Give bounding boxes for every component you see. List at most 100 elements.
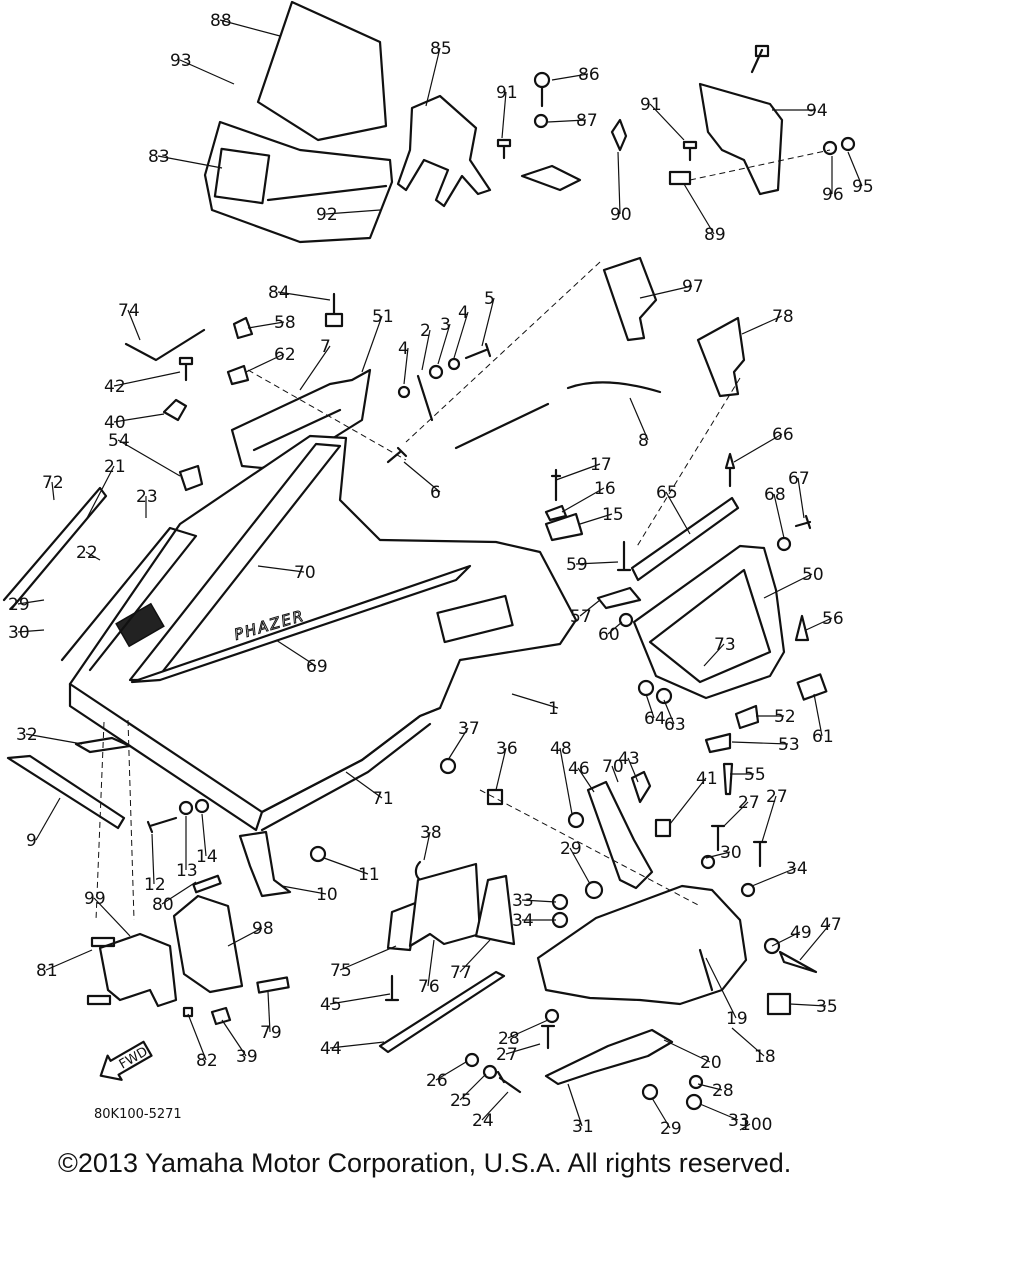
callout-leader	[805, 617, 833, 631]
callout-number: 89	[704, 225, 726, 245]
washer-4	[397, 385, 411, 399]
callout-leader	[17, 629, 45, 633]
pin-45	[384, 974, 400, 1002]
callout-number: 27	[766, 787, 788, 807]
callout-number: 22	[76, 543, 98, 563]
callout-leader	[579, 599, 601, 617]
callout-leader	[435, 1061, 467, 1081]
nut-36	[486, 788, 504, 806]
callout-leader	[731, 741, 789, 745]
callout-leader	[699, 1103, 739, 1121]
callout-leader	[567, 1083, 583, 1127]
headlight-lens	[213, 147, 271, 205]
washer-28	[544, 1008, 560, 1024]
bolt-6	[386, 446, 408, 464]
bushing-41	[654, 818, 672, 838]
callout-leader	[683, 183, 715, 235]
bracket-94	[698, 82, 784, 196]
callout-leader	[663, 1039, 711, 1063]
cap-61	[796, 673, 828, 701]
callout-number: 23	[136, 487, 158, 507]
callout-leader	[521, 899, 557, 903]
callout-number: 86	[578, 65, 600, 85]
clip-52	[734, 704, 760, 730]
clip-16	[544, 504, 568, 522]
bolt-91-right	[682, 140, 698, 162]
strip-44	[378, 970, 506, 1054]
callout-leader	[663, 699, 675, 725]
grommet-58	[232, 316, 254, 340]
callout-number: 34	[512, 911, 534, 931]
callout-number: 42	[104, 377, 126, 397]
callout-leader	[561, 487, 605, 513]
callout-number: 61	[812, 727, 834, 747]
callout-leader	[649, 103, 685, 141]
clip-90	[610, 118, 628, 152]
callout-leader	[25, 733, 83, 745]
callout-leader	[481, 297, 495, 347]
callout-leader	[403, 347, 409, 385]
bracket-7	[230, 368, 372, 470]
pin-47	[778, 950, 818, 974]
callout-number: 33	[512, 891, 534, 911]
callout-leader	[739, 1123, 751, 1131]
washer-30	[700, 854, 716, 870]
washer-25	[482, 1064, 498, 1080]
callout-leader	[665, 491, 691, 535]
callout-number: 55	[744, 765, 766, 785]
callout-leader	[447, 727, 469, 761]
callout-number: 30	[720, 843, 742, 863]
callout-number: 88	[210, 11, 232, 31]
callout-number: 98	[252, 919, 274, 939]
callout-number: 20	[700, 1053, 722, 1073]
callout-leader	[723, 801, 749, 827]
spacer-3	[428, 364, 444, 380]
windshield	[256, 0, 388, 142]
callout-leader	[761, 795, 777, 843]
clip-39	[210, 1006, 232, 1026]
knob-86	[533, 71, 551, 89]
callout-leader	[607, 621, 623, 635]
screw-42	[178, 356, 194, 382]
callout-leader	[703, 643, 725, 667]
callout-leader	[501, 91, 507, 139]
callout-leader	[651, 1097, 671, 1129]
decal-98	[602, 256, 658, 342]
callout-leader	[227, 927, 263, 947]
callout-number: 29	[560, 839, 582, 859]
callout-leader	[789, 1003, 827, 1007]
callout-number: 6	[430, 483, 441, 503]
callout-leader	[669, 777, 707, 825]
callout-number: 91	[496, 83, 518, 103]
pad-79	[256, 976, 290, 994]
panel-100	[98, 932, 178, 1008]
callout-leader	[17, 599, 45, 605]
clip-40	[162, 398, 188, 422]
callout-number: 96	[822, 185, 844, 205]
callout-number: 28	[712, 1081, 734, 1101]
callout-leader	[629, 397, 649, 441]
callout-number: 31	[572, 1117, 594, 1137]
hood-lower-1	[536, 884, 748, 1006]
callout-number: 33	[728, 1111, 750, 1131]
callout-number: 29	[8, 595, 30, 615]
callout-leader	[45, 949, 93, 971]
callout-number: 21	[104, 457, 126, 477]
pad-81b	[86, 994, 112, 1006]
washer-4b	[447, 357, 461, 371]
callout-leader	[339, 945, 397, 971]
pad-81a	[90, 936, 116, 948]
callout-number: 63	[664, 715, 686, 735]
panel-76	[408, 862, 482, 948]
callout-leader	[323, 857, 369, 875]
callout-leader	[579, 513, 613, 525]
callout-number: 49	[790, 923, 812, 943]
callout-number: 56	[822, 609, 844, 629]
grommet-62	[226, 364, 250, 386]
washer-87	[533, 113, 549, 129]
callout-number: 14	[196, 847, 218, 867]
callout-number: 64	[644, 709, 666, 729]
callout-number: 17	[590, 455, 612, 475]
callout-leader	[299, 345, 331, 391]
callout-leader	[611, 765, 619, 783]
